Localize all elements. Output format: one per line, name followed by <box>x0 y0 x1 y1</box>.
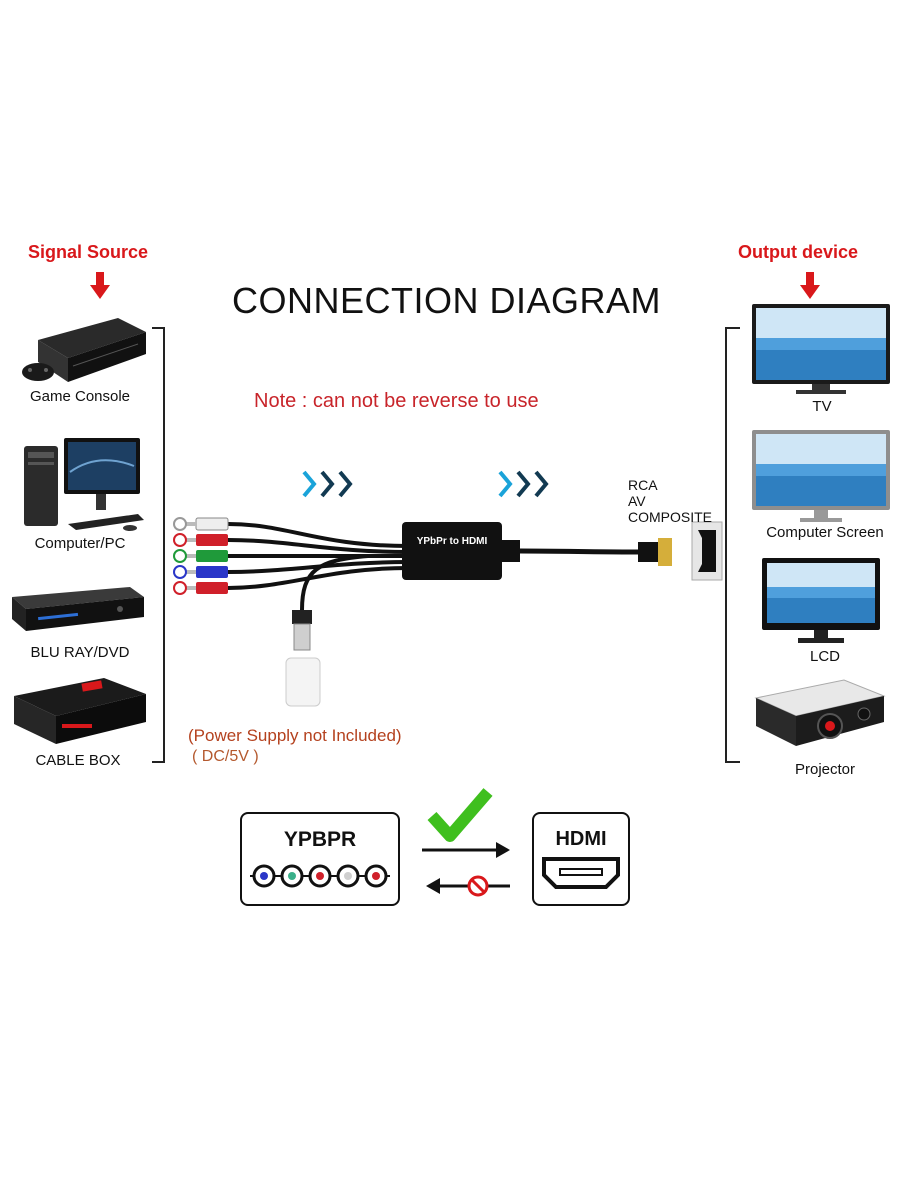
converter-label: YPbPr to HDMI <box>416 536 488 547</box>
power-spec: ( DC/5V ) <box>192 748 259 765</box>
right-bracket <box>725 327 740 763</box>
rca-label-line2: AV <box>628 493 646 509</box>
down-arrow-icon <box>800 272 820 299</box>
computer-icon <box>24 438 144 531</box>
chevron-arrows-right <box>498 470 549 498</box>
source-label-bluray: BLU RAY/DVD <box>30 644 130 661</box>
diagram-title: CONNECTION DIAGRAM <box>232 280 662 321</box>
source-label-computer: Computer/PC <box>34 535 126 552</box>
source-label-game-console: Game Console <box>29 388 131 405</box>
direction-arrows <box>422 788 510 897</box>
ypbpr-box: YPBPR <box>240 812 400 906</box>
output-label-tv: TV <box>812 398 832 415</box>
cable-diagram <box>173 470 723 707</box>
hdmi-box: HDMI <box>532 812 630 906</box>
left-bracket <box>152 327 165 763</box>
output-label-computer-screen: Computer Screen <box>766 524 884 541</box>
cable-box-icon <box>14 678 146 744</box>
output-device-heading: Output device <box>738 242 859 262</box>
down-arrow-icon <box>90 272 110 299</box>
tv-icon <box>752 304 890 394</box>
lcd-monitor-icon <box>762 558 880 643</box>
rca-label: RCA AV COMPOSITE <box>628 477 712 525</box>
hdmi-port-icon <box>542 857 620 889</box>
source-label-cable-box: CABLE BOX <box>35 752 121 769</box>
bluray-player-icon <box>12 587 144 631</box>
rca-ports-icon <box>250 864 390 888</box>
signal-source-heading: Signal Source <box>28 242 149 262</box>
output-label-projector: Projector <box>794 761 856 778</box>
output-label-lcd: LCD <box>809 648 840 665</box>
rca-label-line3: COMPOSITE <box>628 509 713 525</box>
power-supply-note: (Power Supply not Included) <box>188 726 402 745</box>
chevron-arrows-left <box>302 470 353 498</box>
projector-icon <box>754 679 886 746</box>
ypbpr-box-label: YPBPR <box>283 828 357 851</box>
rca-label-line1: RCA <box>628 477 658 493</box>
hdmi-box-label: HDMI <box>555 828 607 850</box>
game-console-icon <box>22 318 146 382</box>
computer-screen-icon <box>752 430 890 522</box>
note-text: Note : can not be reverse to use <box>254 390 539 412</box>
check-icon <box>427 788 493 842</box>
